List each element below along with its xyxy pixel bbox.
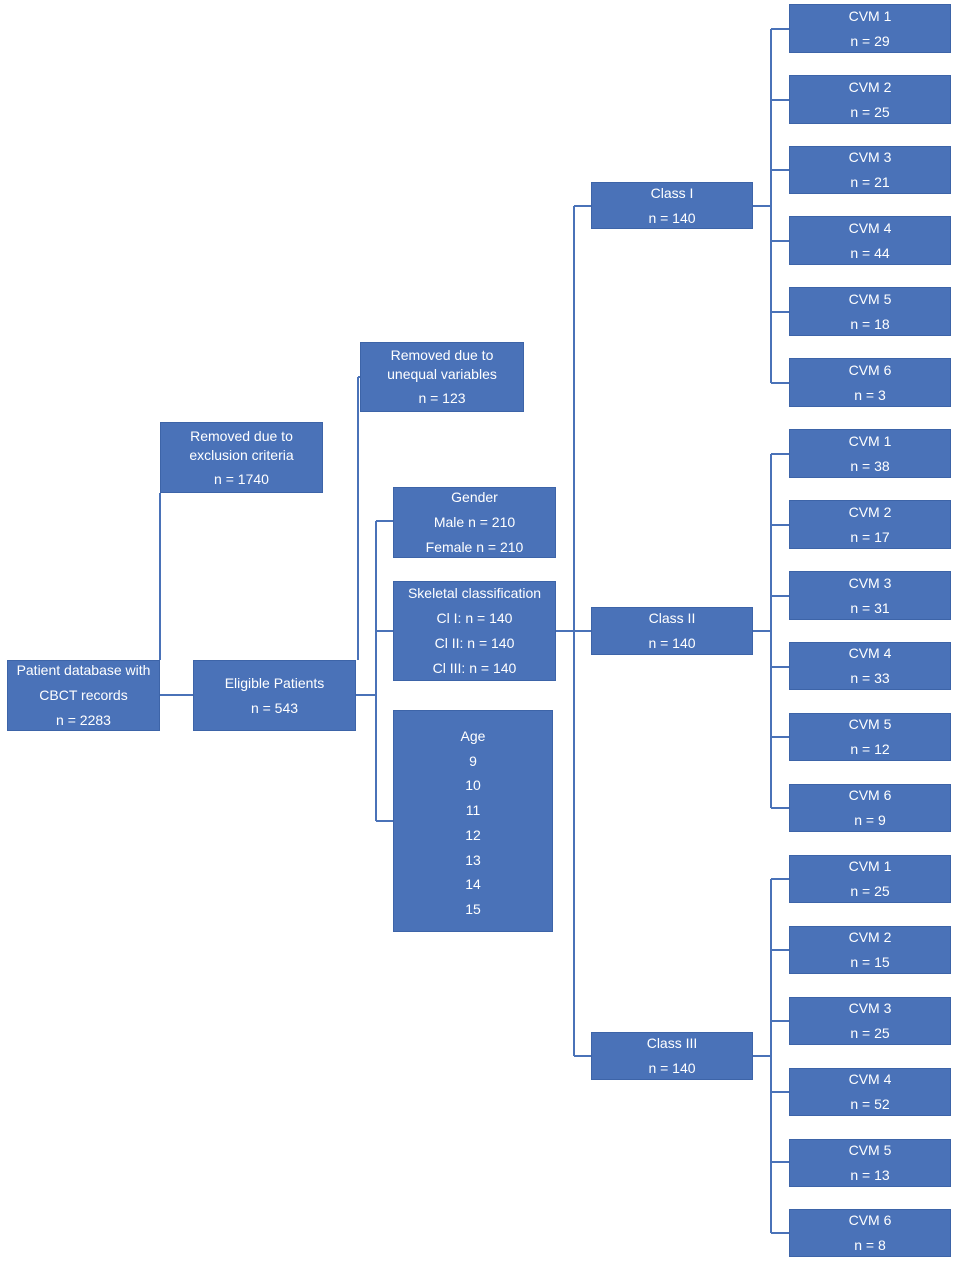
box-line: n = 15 bbox=[850, 954, 890, 970]
age-box: Age 9 10 11 12 13 14 15 bbox=[393, 710, 553, 932]
box-line: CVM 3 bbox=[848, 574, 892, 591]
box-line: n = 21 bbox=[850, 174, 890, 190]
box-line: Patient database with bbox=[16, 662, 151, 678]
box-line: Male n = 210 bbox=[433, 514, 516, 530]
box-line: CVM 2 bbox=[848, 503, 892, 520]
box-line: Removed due to bbox=[190, 427, 293, 444]
class-2-box: Class II n = 140 bbox=[591, 607, 753, 655]
skeletal-classification-box: Skeletal classification Cl I: n = 140 Cl… bbox=[393, 581, 556, 681]
box-line: CBCT records bbox=[39, 687, 128, 703]
class-2-cvm-1-box: CVM 1 n = 38 bbox=[789, 429, 951, 478]
box-line: CVM 3 bbox=[848, 149, 892, 165]
class-3-cvm-2-box: CVM 2 n = 15 bbox=[789, 926, 951, 974]
box-line: Female n = 210 bbox=[425, 539, 524, 555]
box-line: CVM 1 bbox=[848, 858, 892, 874]
box-line: n = 52 bbox=[850, 1096, 890, 1112]
box-line: n = 18 bbox=[850, 315, 890, 332]
box-line: Eligible Patients bbox=[224, 674, 325, 691]
box-line: 9 bbox=[469, 752, 477, 769]
box-line: n = 3 bbox=[854, 386, 886, 403]
box-line: 15 bbox=[465, 900, 481, 917]
class-1-cvm-6-box: CVM 6 n = 3 bbox=[789, 358, 951, 407]
box-line: n = 140 bbox=[648, 1060, 696, 1076]
box-line: Class III bbox=[646, 1035, 698, 1051]
box-line: CVM 4 bbox=[848, 219, 892, 236]
box-line: CVM 6 bbox=[848, 1212, 892, 1228]
class-1-box: Class I n = 140 bbox=[591, 182, 753, 229]
box-line: Class I bbox=[650, 184, 694, 201]
class-2-cvm-3-box: CVM 3 n = 31 bbox=[789, 571, 951, 620]
box-line: CVM 1 bbox=[848, 7, 892, 24]
class-2-cvm-2-box: CVM 2 n = 17 bbox=[789, 500, 951, 549]
class-2-cvm-5-box: CVM 5 n = 12 bbox=[789, 713, 951, 761]
box-line: Cl I: n = 140 bbox=[436, 610, 513, 626]
box-line: n = 2283 bbox=[56, 712, 111, 728]
class-2-cvm-6-box: CVM 6 n = 9 bbox=[789, 784, 951, 832]
class-1-cvm-1-box: CVM 1 n = 29 bbox=[789, 4, 951, 53]
class-3-cvm-4-box: CVM 4 n = 52 bbox=[789, 1068, 951, 1116]
class-1-cvm-5-box: CVM 5 n = 18 bbox=[789, 287, 951, 336]
eligible-patients-box: Eligible Patients n = 543 bbox=[193, 660, 356, 731]
box-line: 13 bbox=[465, 851, 481, 868]
box-line: n = 12 bbox=[850, 741, 890, 757]
box-line: Gender bbox=[451, 489, 498, 505]
box-line: n = 25 bbox=[850, 883, 890, 899]
box-line: CVM 6 bbox=[848, 361, 892, 378]
class-1-cvm-3-box: CVM 3 n = 21 bbox=[789, 146, 951, 194]
box-line: 14 bbox=[465, 876, 481, 893]
class-3-cvm-3-box: CVM 3 n = 25 bbox=[789, 997, 951, 1045]
box-line: 12 bbox=[465, 826, 481, 843]
box-line: n = 25 bbox=[850, 1025, 890, 1041]
box-line: n = 44 bbox=[850, 244, 890, 261]
box-line: n = 38 bbox=[850, 457, 890, 474]
box-line: n = 140 bbox=[648, 635, 696, 651]
box-line: n = 140 bbox=[648, 209, 696, 226]
box-line: CVM 4 bbox=[848, 645, 892, 661]
class-3-box: Class III n = 140 bbox=[591, 1032, 753, 1080]
box-line: n = 33 bbox=[850, 670, 890, 686]
box-line: CVM 2 bbox=[848, 929, 892, 945]
box-line: n = 31 bbox=[850, 599, 890, 616]
box-line: 11 bbox=[465, 802, 481, 819]
removed-exclusion-box: Removed due to exclusion criteria n = 17… bbox=[160, 422, 323, 493]
class-1-cvm-4-box: CVM 4 n = 44 bbox=[789, 216, 951, 265]
box-line: n = 123 bbox=[418, 390, 466, 406]
box-line: CVM 3 bbox=[848, 1000, 892, 1016]
box-line: Skeletal classification bbox=[407, 585, 542, 601]
box-line: n = 8 bbox=[854, 1237, 886, 1253]
box-line: CVM 2 bbox=[848, 78, 892, 95]
box-line: n = 13 bbox=[850, 1167, 890, 1183]
box-line: n = 1740 bbox=[214, 470, 269, 487]
box-line: n = 29 bbox=[850, 32, 890, 49]
box-line: n = 9 bbox=[854, 812, 886, 828]
class-3-cvm-6-box: CVM 6 n = 8 bbox=[789, 1209, 951, 1257]
class-1-cvm-2-box: CVM 2 n = 25 bbox=[789, 75, 951, 124]
box-line: unequal variables bbox=[387, 366, 497, 382]
class-3-cvm-1-box: CVM 1 n = 25 bbox=[789, 855, 951, 903]
box-line: Cl II: n = 140 bbox=[434, 635, 515, 651]
gender-box: Gender Male n = 210 Female n = 210 bbox=[393, 487, 556, 558]
box-line: CVM 6 bbox=[848, 787, 892, 803]
box-line: CVM 1 bbox=[848, 432, 892, 449]
box-line: CVM 5 bbox=[848, 290, 892, 307]
box-line: 10 bbox=[465, 777, 481, 794]
class-3-cvm-5-box: CVM 5 n = 13 bbox=[789, 1139, 951, 1187]
box-line: n = 543 bbox=[250, 699, 299, 716]
box-line: CVM 5 bbox=[848, 1142, 892, 1158]
box-line: CVM 4 bbox=[848, 1071, 892, 1087]
box-line: Class II bbox=[648, 610, 696, 626]
box-line: n = 17 bbox=[850, 528, 890, 545]
box-line: Cl III: n = 140 bbox=[432, 660, 517, 676]
patient-database-box: Patient database with CBCT records n = 2… bbox=[7, 660, 160, 731]
box-line: Age bbox=[460, 728, 486, 744]
removed-unequal-box: Removed due to unequal variables n = 123 bbox=[360, 342, 524, 412]
box-line: exclusion criteria bbox=[189, 446, 294, 463]
box-line: CVM 5 bbox=[848, 716, 892, 732]
box-line: n = 25 bbox=[850, 103, 890, 120]
box-line: Removed due to bbox=[390, 347, 494, 363]
class-2-cvm-4-box: CVM 4 n = 33 bbox=[789, 642, 951, 690]
